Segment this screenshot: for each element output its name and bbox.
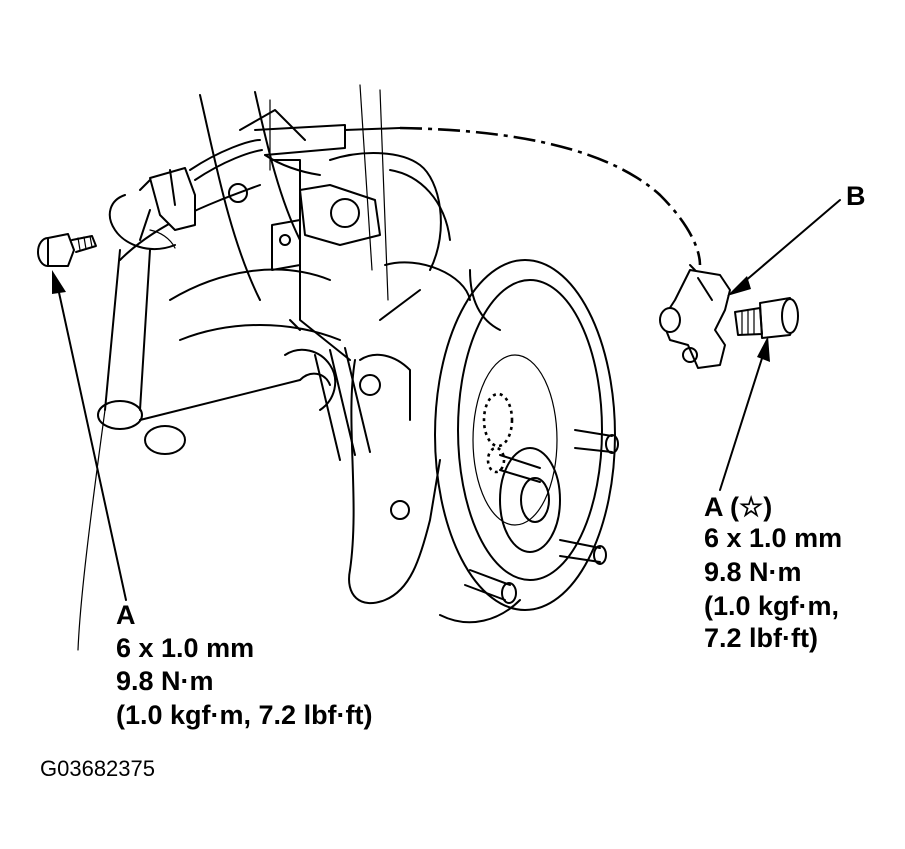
callout-left-letter: A	[116, 600, 136, 630]
sensor-harness	[189, 124, 702, 266]
callout-right-torque: 9.8 N·m	[704, 557, 802, 587]
wheel-hub	[464, 429, 619, 604]
callout-b-letter: B	[846, 181, 866, 211]
figure-code: G03682375	[40, 756, 155, 781]
callout-right-torque-alt-2: 7.2 lbf·ft)	[704, 623, 818, 653]
sensor-bracket	[271, 159, 351, 361]
tone-ring	[482, 392, 514, 474]
arrowhead-left	[52, 270, 66, 294]
drive-shaft-boot	[284, 347, 371, 461]
steering-knuckle	[348, 289, 441, 605]
arrowhead-b	[727, 276, 751, 296]
brake-disc	[434, 259, 616, 624]
bolt-a-left	[37, 233, 97, 267]
bolt-a-right	[734, 297, 799, 339]
callout-left-torque: 9.8 N·m	[116, 666, 214, 696]
wheel-speed-sensor	[659, 264, 731, 369]
harness-clip	[108, 167, 196, 250]
callout-right-torque-alt-1: (1.0 kgf·m,	[704, 591, 840, 621]
leader-arrows	[52, 199, 841, 601]
callout-right-size: 6 x 1.0 mm	[704, 523, 843, 553]
callout-right-letter: A (☆)	[704, 492, 773, 522]
callout-left-size: 6 x 1.0 mm	[116, 633, 255, 663]
strut-assembly	[199, 84, 471, 301]
callout-left-torque-alt: (1.0 kgf·m, 7.2 lbf·ft)	[116, 700, 373, 730]
arrowhead-right	[757, 336, 770, 362]
